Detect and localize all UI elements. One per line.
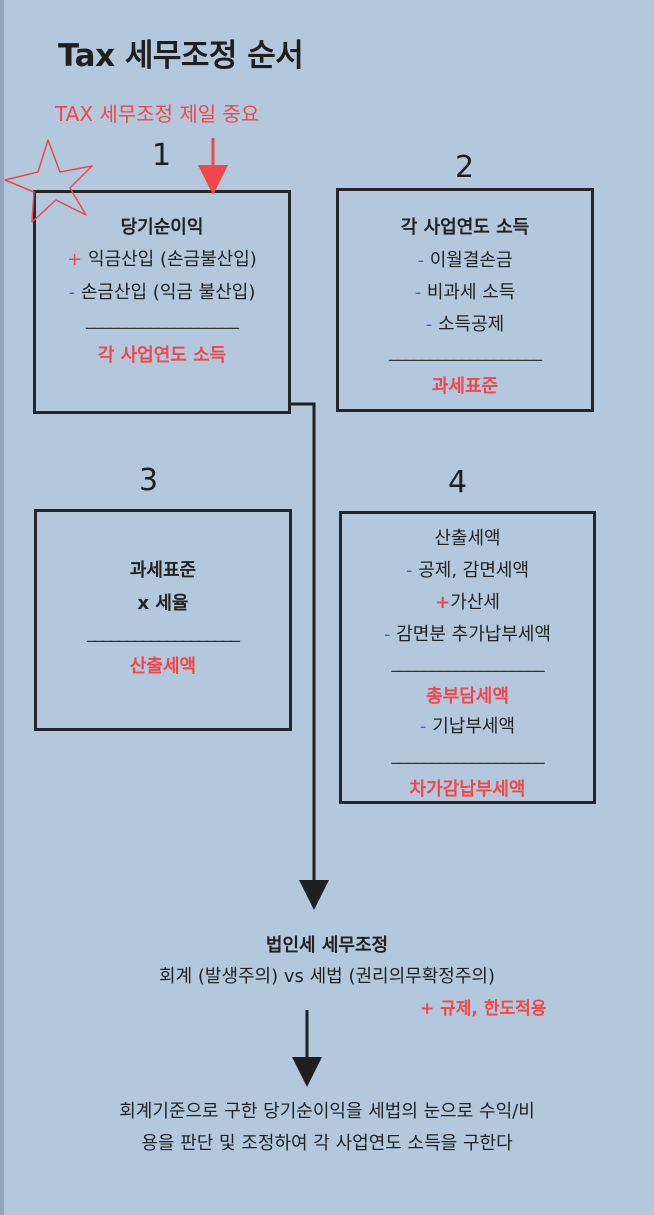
plus-operator: + bbox=[67, 249, 83, 270]
step-number-1: 1 bbox=[152, 138, 172, 173]
bottom-subtitle: 회계 (발생주의) vs 세법 (권리의무확정주의) bbox=[159, 966, 495, 987]
box4-line-1: 산출세액 bbox=[434, 528, 501, 549]
box4-result: 차가감납부세액 bbox=[409, 779, 526, 800]
minus-operator: - bbox=[384, 624, 391, 645]
box4-subtotal: 총부담세액 bbox=[426, 686, 509, 707]
minus-operator: - bbox=[68, 282, 76, 303]
box2-line-4: - 소득공제 bbox=[339, 310, 591, 336]
box2-line-3-text: 비과세 소득 bbox=[426, 282, 516, 303]
box4-separator-1: ___________________ bbox=[391, 652, 545, 673]
step-number-3: 3 bbox=[139, 463, 159, 498]
box4-line-5-text: 기납부세액 bbox=[432, 716, 516, 737]
box2-line-2-text: 이월결손금 bbox=[429, 250, 513, 271]
box1-line-2-text: 익금산입 (손금불산입) bbox=[88, 249, 257, 270]
plus-operator: + bbox=[435, 592, 451, 613]
minus-operator: - bbox=[405, 560, 413, 581]
step-box-3: 과세표준 x 세율 ___________________ 산출세액 bbox=[34, 509, 292, 731]
summary-line-1: 회계기준으로 구한 당기순이익을 세법의 눈으로 수익/비 bbox=[119, 1101, 535, 1122]
box3-result: 산출세액 bbox=[129, 656, 197, 677]
step-box-4: 산출세액 - 공제, 감면세액 +가산세 - 감면분 추가납부세액 ______… bbox=[339, 511, 596, 804]
box4-line-5: - 기납부세액 bbox=[342, 712, 593, 738]
box4-separator-2: ___________________ bbox=[391, 744, 545, 765]
star-outline-icon bbox=[4, 139, 93, 223]
box4-line-4: - 감면분 추가납부세액 bbox=[342, 620, 593, 646]
step-box-1: 당기순이익 + 익금산입 (손금불산입) - 손금산입 (익금 불산입) ___… bbox=[33, 190, 291, 414]
box3-line-1: 과세표준 bbox=[129, 560, 197, 581]
box3-line-2: x 세율 bbox=[137, 593, 189, 614]
bottom-heading: 법인세 세무조정 bbox=[265, 935, 389, 956]
box4-line-3-text: 가산세 bbox=[450, 592, 500, 613]
page-title: Tax 세무조정 순서 bbox=[58, 38, 304, 74]
connector-line bbox=[291, 402, 329, 910]
step-number-2: 2 bbox=[455, 150, 475, 185]
important-note: TAX 세무조정 제일 중요 bbox=[55, 102, 260, 126]
box2-result: 과세표준 bbox=[431, 376, 499, 397]
box4-line-2-text: 공제, 감면세액 bbox=[418, 560, 530, 581]
page-edge bbox=[0, 0, 4, 1215]
box3-separator: ___________________ bbox=[87, 622, 240, 643]
box2-separator: ___________________ bbox=[389, 341, 542, 362]
minus-operator: - bbox=[414, 282, 422, 303]
box2-line-2: - 이월결손금 bbox=[339, 246, 591, 272]
box1-line-3: - 손금산입 (익금 불산입) bbox=[36, 278, 288, 304]
minus-operator: - bbox=[419, 716, 427, 737]
minus-operator: - bbox=[425, 314, 433, 335]
minus-operator: - bbox=[417, 250, 424, 271]
box1-result: 각 사업연도 소득 bbox=[97, 345, 227, 366]
box2-line-4-text: 소득공제 bbox=[437, 314, 505, 335]
box2-line-3: - 비과세 소득 bbox=[339, 278, 591, 304]
box1-line-3-text: 손금산입 (익금 불산입) bbox=[80, 282, 256, 303]
box4-line-2: - 공제, 감면세액 bbox=[342, 556, 593, 582]
summary-line-2: 용을 판단 및 조정하여 각 사업연도 소득을 구한다 bbox=[141, 1133, 513, 1154]
bottom-extra: + 규제, 한도적용 bbox=[420, 999, 547, 1019]
step-box-2: 각 사업연도 소득 - 이월결손금 - 비과세 소득 - 소득공제 ______… bbox=[336, 188, 594, 412]
box4-line-4-text: 감면분 추가납부세액 bbox=[396, 624, 551, 645]
box1-separator: ___________________ bbox=[86, 309, 239, 330]
box1-line-1: 당기순이익 bbox=[120, 217, 204, 238]
step-number-4: 4 bbox=[448, 465, 468, 500]
box1-line-2: + 익금산입 (손금불산입) bbox=[36, 245, 288, 271]
box4-line-3: +가산세 bbox=[342, 588, 593, 614]
box2-line-1: 각 사업연도 소득 bbox=[400, 217, 530, 238]
